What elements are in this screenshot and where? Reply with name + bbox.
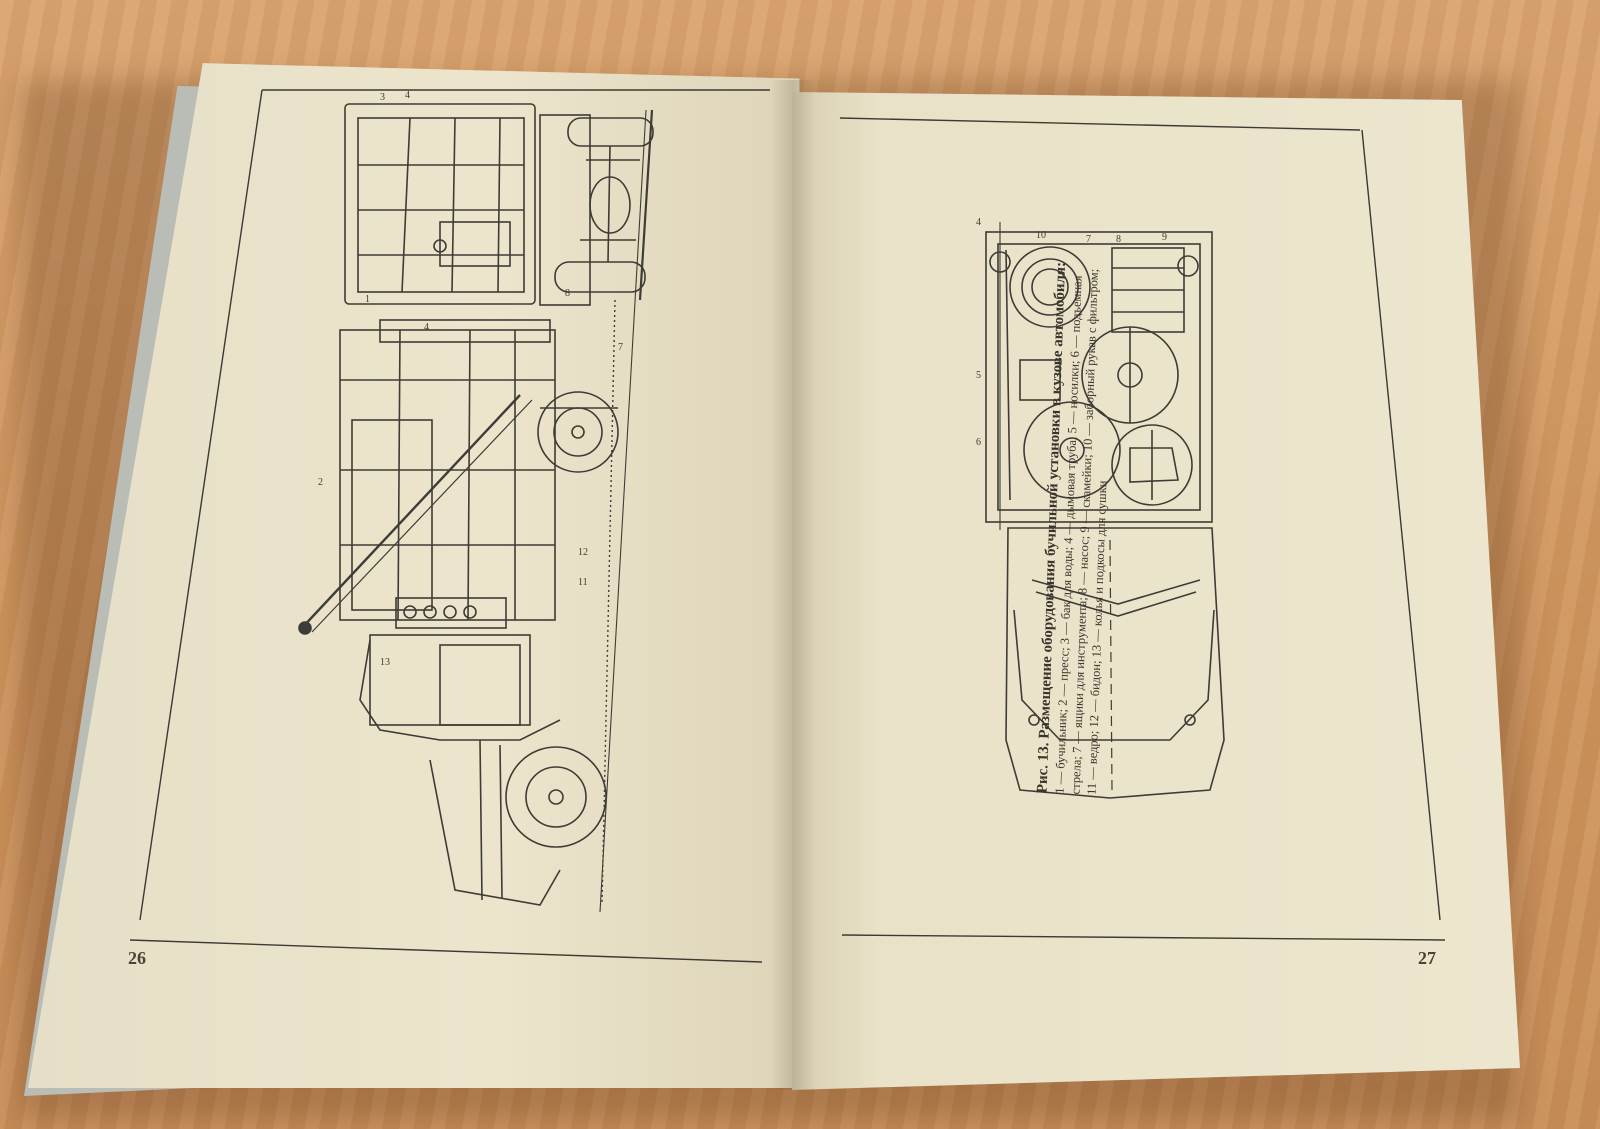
svg-text:10: 10 (1036, 230, 1046, 241)
svg-text:5: 5 (976, 370, 981, 381)
svg-text:9: 9 (1162, 232, 1167, 243)
truck-top-view-drawing: 3 4 1 8 (344, 90, 654, 306)
svg-text:8: 8 (1116, 234, 1121, 245)
right-page-frame (839, 117, 1446, 941)
svg-text:4: 4 (424, 322, 429, 333)
svg-text:3: 3 (380, 92, 385, 103)
svg-text:6: 6 (976, 437, 981, 448)
svg-text:2: 2 (318, 477, 323, 488)
svg-text:12: 12 (578, 547, 588, 558)
svg-text:13: 13 (380, 657, 390, 668)
left-page-frame (129, 89, 770, 963)
svg-text:4: 4 (405, 90, 410, 101)
page-number-right: 27 (1418, 948, 1436, 968)
truck-side-view-drawing: 4 7 2 11 12 13 (298, 109, 647, 913)
svg-text:8: 8 (565, 288, 570, 299)
book-spine (770, 80, 816, 1090)
svg-text:1: 1 (365, 294, 370, 305)
page-number-left: 26 (128, 948, 146, 968)
svg-text:7: 7 (618, 342, 623, 353)
svg-text:4: 4 (976, 217, 981, 228)
vehicle-body-plan-drawing: 10 7 8 9 4 5 6 (976, 217, 1225, 799)
svg-text:7: 7 (1086, 234, 1091, 245)
figure-label: Рис. 13. (1034, 742, 1053, 794)
right-page (792, 92, 1520, 1090)
svg-text:11: 11 (578, 577, 588, 588)
figure-caption: Рис. 13. Размещение оборудования бучильн… (1034, 193, 1167, 797)
